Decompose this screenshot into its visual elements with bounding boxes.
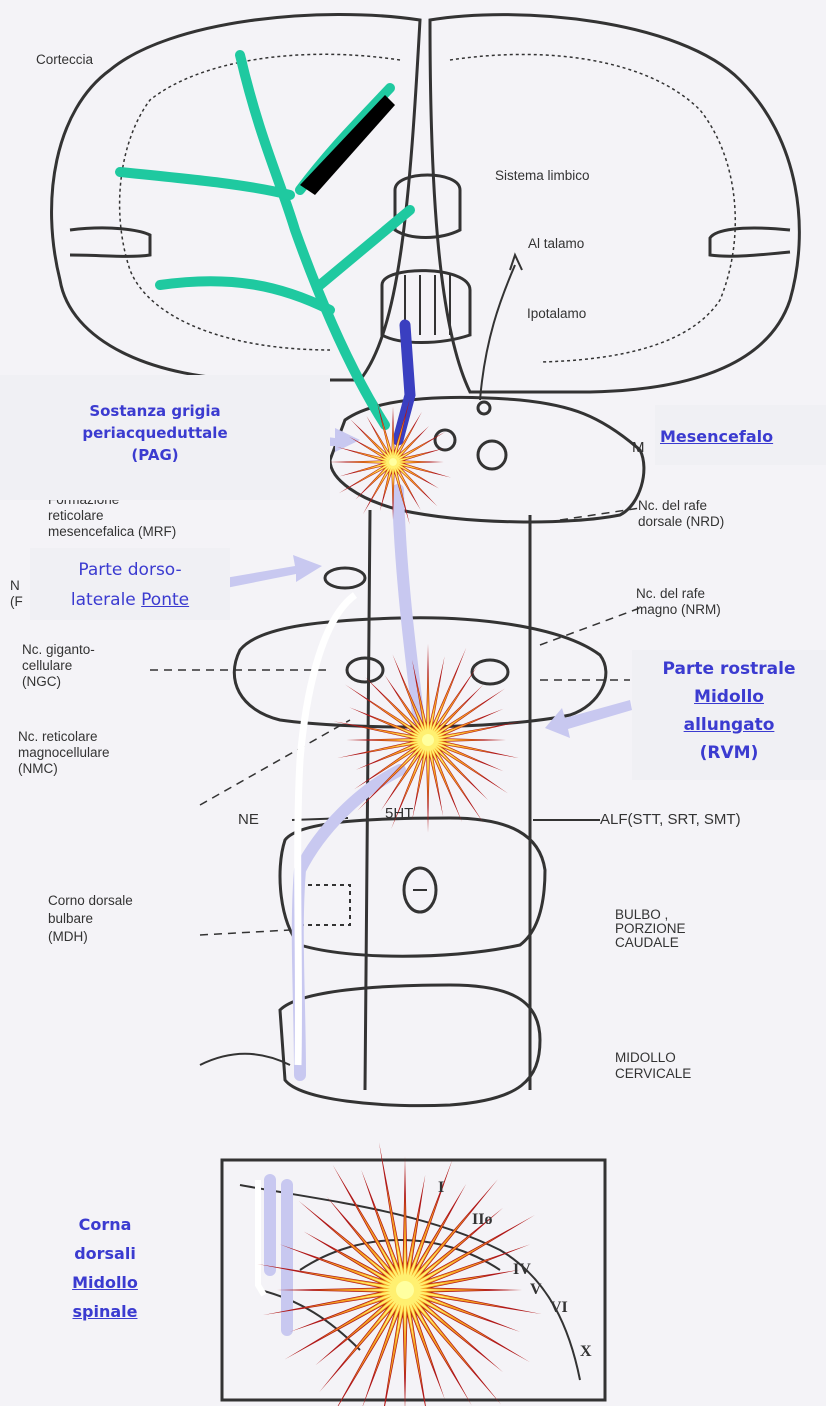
midollo-link[interactable]: Midollo [632,683,826,711]
label-al-talamo: Al talamo [528,236,584,251]
spinal-burst [257,1142,542,1406]
right-hemisphere [430,15,799,392]
label-mdh: Corno dorsale bulbare (MDH) [48,892,133,946]
midollo-spinale-link[interactable]: spinale [40,1297,170,1326]
lamina-label: VI [550,1300,568,1315]
label-alf: ALF(STT, SRT, SMT) [600,812,741,827]
lamina-label: IV [513,1262,531,1277]
label-ne: NE [238,812,259,827]
rvm-burst [334,644,523,833]
label-nrm: Nc. del rafe magno (NRM) [636,586,721,618]
label-ngc: Nc. giganto- cellulare (NGC) [22,642,95,690]
label-ipotalamo: Ipotalamo [527,306,586,321]
midollo-spinale-link[interactable]: Midollo [40,1268,170,1297]
mesencefalo-link[interactable]: Mesencefalo [660,429,773,444]
lamina-label: I [438,1180,444,1195]
label-corteccia: Corteccia [36,52,93,67]
label-5ht: 5HT [385,806,413,821]
rvm-annotation: Parte rostrale Midollo allungato (RVM) [632,655,826,767]
label-partial-m: M [632,440,645,455]
label-sistema-limbico: Sistema limbico [495,168,590,183]
allungato-link[interactable]: allungato [632,711,826,739]
corna-annotation: Corna dorsali Midollo spinale [40,1210,170,1326]
lamina-label: X [580,1344,592,1359]
pag-annotation: Sostanza grigia periacqueduttale (PAG) [40,400,270,466]
ponte-link[interactable]: Ponte [141,590,189,610]
label-nmc: Nc. reticolare magnocellulare (NMC) [18,729,110,777]
label-bulbo-caudale: BULBO , PORZIONE CAUDALE [615,908,686,950]
label-nrd: Nc. del rafe dorsale (NRD) [638,498,724,530]
label-partial-left: N (F [10,578,23,610]
lamina-label: V [530,1282,542,1297]
left-hemisphere [52,14,420,380]
lamina-label: IIo [472,1212,492,1227]
ponte-annotation: Parte dorso- laterale Ponte [35,555,225,615]
label-midollo-cervicale: MIDOLLO CERVICALE [615,1050,691,1082]
cervical-slab [280,985,540,1106]
